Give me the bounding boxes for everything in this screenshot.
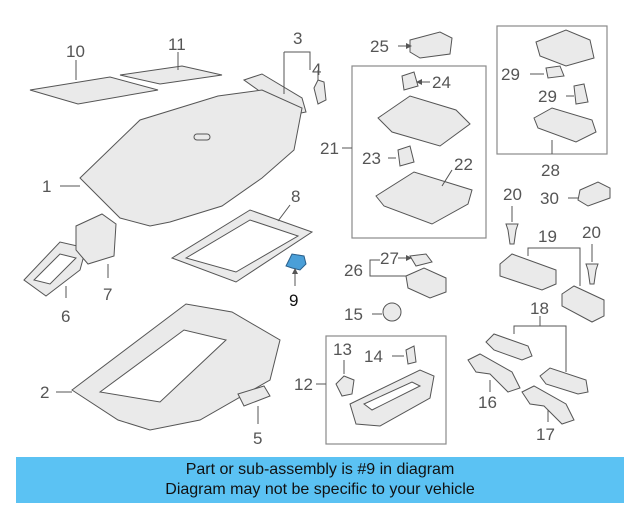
headliner-opening (193, 133, 211, 141)
callout-15: 15 (344, 305, 363, 324)
part-7-bracket (75, 213, 117, 265)
info-banner: Part or sub-assembly is #9 in diagram Di… (16, 457, 624, 503)
callout-29b: 29 (538, 87, 557, 106)
part-11-panel (119, 65, 223, 85)
part-17-handle (521, 385, 575, 425)
callout-16: 16 (478, 393, 497, 412)
banner-line-1: Part or sub-assembly is #9 in diagram (185, 461, 455, 478)
group-box-12 (325, 335, 447, 445)
callout-14: 14 (364, 347, 383, 366)
part-25-light (409, 31, 453, 59)
callout-10: 10 (66, 42, 85, 61)
callout-5: 5 (253, 429, 262, 448)
group-box-21 (351, 65, 487, 239)
callout-12: 12 (294, 375, 313, 394)
callout-30: 30 (540, 189, 559, 208)
callout-4: 4 (312, 60, 321, 79)
part-5-bracket (237, 385, 271, 407)
callout-7: 7 (103, 285, 112, 304)
callout-19: 19 (538, 227, 557, 246)
part-19-bracket-left (499, 253, 557, 291)
callout-20b: 20 (582, 223, 601, 242)
part-30-lens (577, 181, 611, 207)
part-4-clip (313, 79, 327, 105)
part-22-lamp-upper (377, 95, 471, 147)
part-23-bulb (397, 145, 415, 167)
callout-26: 26 (344, 261, 363, 280)
callout-9: 9 (289, 291, 298, 310)
part-18-handle-upper (485, 333, 533, 361)
part-20-screw-left (505, 223, 519, 245)
parts-diagram: 10 11 3 4 1 8 9 6 7 2 5 25 24 (23, 25, 611, 448)
callout-1: 1 (42, 177, 51, 196)
callout-20a: 20 (503, 185, 522, 204)
callout-22: 22 (454, 155, 473, 174)
part-27-bulb (409, 253, 433, 267)
part-16-handle (467, 353, 521, 393)
callout-2: 2 (40, 383, 49, 402)
callout-3: 3 (293, 29, 302, 48)
part-29-bulb-lower (573, 83, 589, 105)
part-18-handle-lower (539, 367, 589, 395)
callout-24: 24 (432, 73, 451, 92)
part-19-bracket-right (561, 285, 605, 323)
callout-11: 11 (168, 35, 186, 54)
part-28-lamp-upper (535, 29, 595, 67)
callout-21: 21 (320, 139, 339, 158)
part-28-lamp-lower (533, 107, 597, 143)
part-29-bulb-upper (545, 65, 565, 79)
callout-6: 6 (61, 307, 70, 326)
part-15-fastener (382, 302, 402, 322)
callout-28: 28 (541, 161, 560, 180)
part-10-panel (29, 76, 159, 105)
part-9-clip (285, 253, 307, 271)
part-26-lamp (405, 267, 447, 299)
part-1-headliner (79, 89, 303, 227)
callout-25: 25 (370, 37, 389, 56)
part-13-clip (335, 375, 355, 397)
part-20-screw-right (585, 263, 599, 285)
part-14-cover (405, 345, 417, 365)
callout-17: 17 (536, 425, 555, 444)
part-24-bulb (401, 71, 419, 91)
callout-13: 13 (333, 340, 352, 359)
banner-line-2: Diagram may not be specific to your vehi… (165, 481, 475, 498)
part-22-lamp-lower (375, 171, 473, 225)
callout-18: 18 (530, 299, 549, 318)
callout-23: 23 (362, 149, 381, 168)
callout-8: 8 (291, 187, 300, 206)
callout-27: 27 (380, 249, 399, 268)
callout-29a: 29 (501, 65, 520, 84)
